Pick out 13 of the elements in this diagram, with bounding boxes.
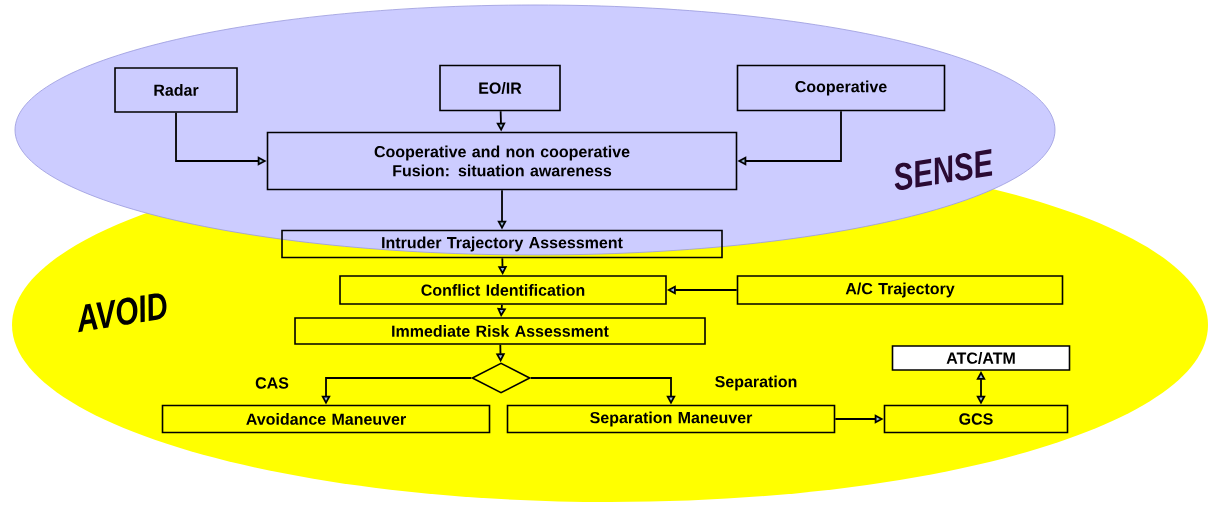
process-box: Cooperative [736, 64, 946, 112]
process-box: Cooperative and non cooperative Fusion: situation awareness [266, 131, 738, 191]
process-box: Intruder Trajectory Assessment [281, 229, 723, 259]
process-box: A/C Trajectory [736, 275, 1064, 305]
process-box: Radar [114, 67, 238, 113]
edge-label: CAS [254, 376, 290, 390]
process-box: ATC/ATM [891, 345, 1071, 371]
process-box: EO/IR [439, 64, 561, 112]
process-box: Separation Maneuver [506, 404, 836, 434]
process-box: Immediate Risk Assessment [294, 317, 706, 345]
process-box: Conflict Identification [339, 275, 667, 305]
process-box: Avoidance Maneuver [161, 404, 491, 434]
process-box: GCS [883, 404, 1069, 434]
